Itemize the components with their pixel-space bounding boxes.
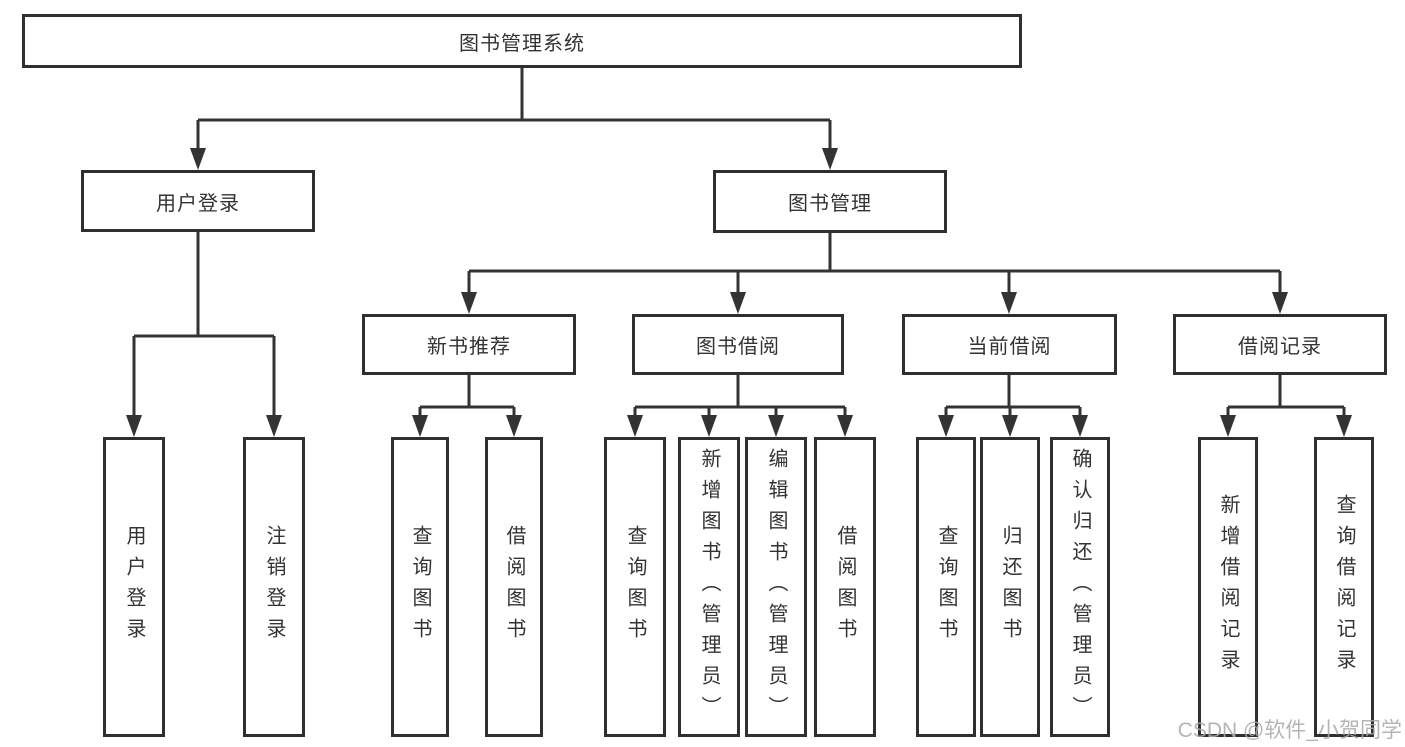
node-label: 新增图书（管理员）	[698, 447, 720, 727]
arrowhead-down-icon	[1001, 292, 1017, 314]
node-label: 图书借阅	[696, 336, 780, 358]
node-label: 编辑图书（管理员）	[765, 447, 787, 727]
arrowhead-down-icon	[822, 148, 838, 170]
node-label: 借阅图书	[503, 525, 525, 649]
node-label: 图书管理系统	[459, 32, 585, 55]
node-label: 新书推荐	[427, 336, 511, 358]
node-label: 当前借阅	[967, 336, 1052, 358]
node-label: 用户登录	[156, 192, 240, 215]
arrowhead-down-icon	[730, 292, 746, 314]
csdn-watermark: CSDN @软件_小贺同学	[1177, 719, 1402, 742]
arrowhead-down-icon	[837, 415, 853, 437]
node-label: 归还图书	[999, 525, 1021, 649]
node-label: 图书管理	[788, 193, 872, 215]
leaf-user-login: 用户登录	[103, 437, 165, 737]
node-label: 查询图书	[935, 525, 957, 649]
leaf-query-books-recommend: 查询图书	[391, 437, 449, 737]
arrowhead-down-icon	[266, 415, 282, 437]
leaf-confirm-return-admin: 确认归还（管理员）	[1050, 437, 1110, 737]
leaf-logout: 注销登录	[243, 437, 305, 737]
leaf-query-books-current: 查询图书	[916, 437, 976, 737]
node-new-book-recommend: 新书推荐	[362, 314, 576, 375]
arrowhead-down-icon	[412, 415, 428, 437]
node-borrowing-records: 借阅记录	[1173, 314, 1387, 375]
node-label: 查询图书	[624, 525, 646, 649]
node-library-management-system: 图书管理系统	[22, 14, 1022, 68]
node-current-borrowing: 当前借阅	[902, 314, 1117, 375]
leaf-query-borrow-record: 查询借阅记录	[1314, 437, 1374, 737]
arrowhead-down-icon	[461, 292, 477, 314]
arrowhead-down-icon	[1336, 415, 1352, 437]
leaf-query-books-borrow: 查询图书	[604, 437, 666, 737]
leaf-add-books-admin: 新增图书（管理员）	[678, 437, 740, 737]
leaf-borrow-books-recommend: 借阅图书	[485, 437, 543, 737]
arrowhead-down-icon	[126, 415, 142, 437]
leaf-edit-books-admin: 编辑图书（管理员）	[745, 437, 807, 737]
arrowhead-down-icon	[190, 148, 206, 170]
node-book-management-branch: 图书管理	[713, 170, 947, 233]
arrowhead-down-icon	[768, 415, 784, 437]
leaf-borrow-books: 借阅图书	[814, 437, 876, 737]
node-label: 借阅图书	[834, 525, 856, 649]
node-user-login-branch: 用户登录	[81, 170, 315, 232]
node-label: 用户登录	[123, 525, 145, 649]
arrowhead-down-icon	[701, 415, 717, 437]
arrowhead-down-icon	[506, 415, 522, 437]
node-label: 注销登录	[263, 525, 285, 649]
node-label: 新增借阅记录	[1217, 494, 1239, 680]
node-label: 查询借阅记录	[1333, 494, 1355, 680]
arrowhead-down-icon	[1272, 292, 1288, 314]
leaf-add-borrow-record: 新增借阅记录	[1198, 437, 1258, 737]
node-label: 确认归还（管理员）	[1069, 447, 1091, 727]
node-label: 查询图书	[409, 525, 431, 649]
arrowhead-down-icon	[1220, 415, 1236, 437]
node-label: 借阅记录	[1238, 336, 1322, 358]
node-book-borrowing: 图书借阅	[632, 314, 844, 375]
arrowhead-down-icon	[627, 415, 643, 437]
leaf-return-books: 归还图书	[980, 437, 1040, 737]
arrowhead-down-icon	[938, 415, 954, 437]
arrowhead-down-icon	[1002, 415, 1018, 437]
arrowhead-down-icon	[1072, 415, 1088, 437]
